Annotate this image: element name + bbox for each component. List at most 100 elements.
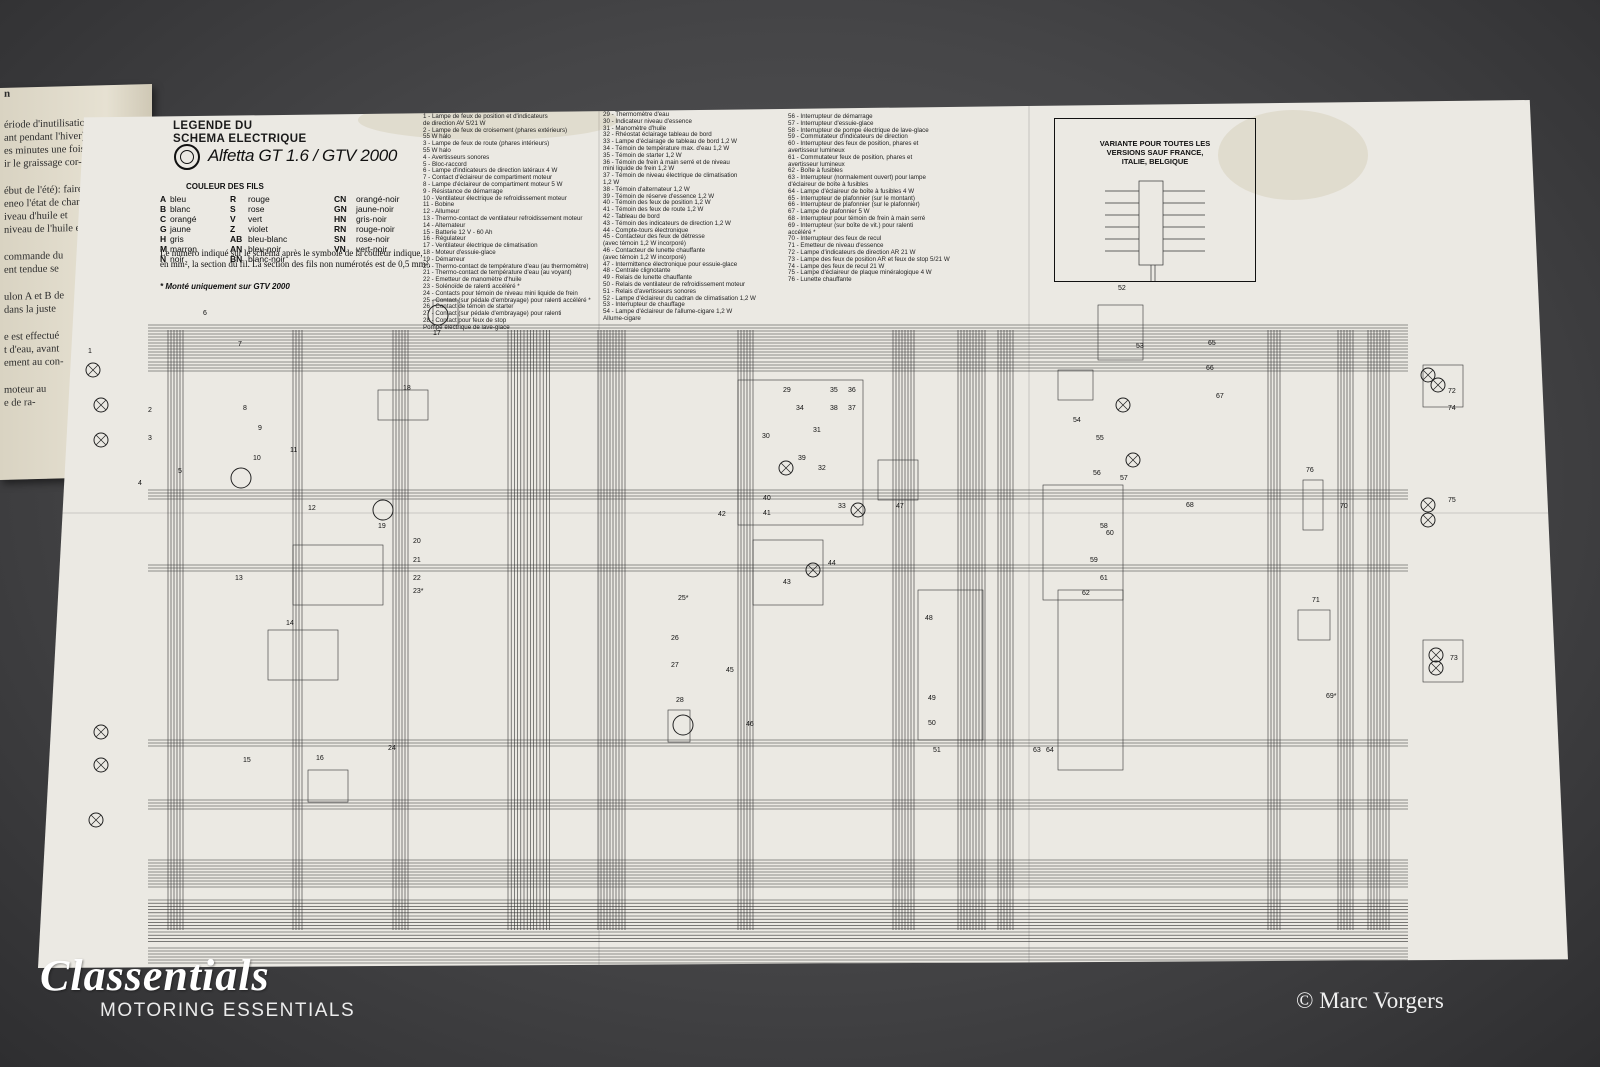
wire-color-cell: GN	[334, 204, 347, 214]
component-number-label: 17	[433, 330, 441, 337]
component-number-label: 56	[1093, 470, 1101, 477]
component-number-label: 12	[308, 505, 316, 512]
wire-color-cell: marron	[170, 244, 197, 254]
component-number-label: 18	[403, 385, 411, 392]
lamp-icon	[1420, 497, 1436, 513]
lamp-icon	[805, 562, 821, 578]
component-list-item: 61 - Commutateur feux de position, phare…	[788, 153, 913, 161]
component-list-item: 45 - Contacteur des feux de détresse	[603, 233, 705, 241]
component-number-label: 3	[148, 435, 152, 442]
component-list-item: de direction AV 5/21 W	[423, 119, 486, 127]
component-list-item: 56 - Interrupteur de démarrage	[788, 113, 873, 120]
lamp-icon	[93, 757, 109, 773]
wire-color-cell: AB	[230, 234, 243, 244]
component-list-item: 60 - Interrupteur des feux de position, …	[788, 140, 919, 148]
variant-title-line: VERSIONS SAUF FRANCE,	[1106, 148, 1204, 157]
component-list-item: avertisseur lumineux	[788, 146, 845, 154]
component-list-item: 58 - Interrupteur de pompe électrique de…	[788, 126, 929, 134]
component-number-label: 26	[671, 635, 679, 642]
component-list-item: 63 - Interrupteur (normalement ouvert) p…	[788, 174, 926, 182]
component-list-item: 17 - Ventilateur électrique de climatisa…	[423, 242, 538, 250]
component-number-label: 61	[1100, 575, 1108, 582]
component-box	[1042, 484, 1124, 601]
component-number-label: 43	[783, 579, 791, 586]
variant-title: VARIANTE POUR TOUTES LES VERSIONS SAUF F…	[1055, 139, 1255, 166]
lamp-icon-cross	[1127, 454, 1139, 466]
component-number-label: 59	[1090, 557, 1098, 564]
lamp-icon-cross	[95, 759, 107, 771]
component-list-item: 34 - Témoin de température max. d'eau 1,…	[603, 144, 730, 152]
wire-color-cell: HN	[334, 214, 347, 224]
component-list-item: 32 - Rhéostat éclairage tableau de bord	[603, 131, 712, 139]
component-number-label: 13	[235, 575, 243, 582]
component-list-item: 14 - Alternateur	[423, 221, 466, 229]
component-list-item: 1 - Lampe de feux de position et d'indic…	[423, 113, 548, 120]
wire-color-cell: vert	[248, 214, 263, 224]
component-list-item: 49 - Relais de lunette chauffante	[603, 274, 692, 282]
component-list-item: 64 - Lampe d'éclaireur de boîte à fusibl…	[788, 187, 915, 195]
component-box	[307, 769, 349, 803]
wire-color-cell: R	[230, 194, 237, 204]
component-list-item: 55 W halo	[423, 146, 451, 154]
component-number-label: 54	[1073, 417, 1081, 424]
lamp-icon-cross	[90, 814, 102, 826]
component-list-item: 16 - Régulateur	[423, 235, 466, 243]
component-list-item: mini liquide de frein 1,2 W	[603, 165, 675, 173]
component-list-item: 53 - Interrupteur de chauffage	[603, 301, 685, 309]
component-box	[1097, 304, 1144, 361]
lamp-icon	[1428, 660, 1444, 676]
wire-color-cell: S	[230, 204, 236, 214]
component-number-label: 53	[1136, 343, 1144, 350]
component-list-item: 35 - Témoin de starter 1,2 W	[603, 151, 682, 159]
component-list-item: 69 - Interrupteur (sur boîte de vit.) po…	[788, 221, 914, 229]
component-list-item: 37 - Témoin de niveau électrique de clim…	[603, 172, 738, 180]
component-list-item: 62 - Boîte à fusibles	[788, 167, 843, 175]
component-number-label: 28	[676, 697, 684, 704]
wire-color-cell: rose-noir	[356, 234, 390, 244]
component-list-item: 33 - Lampe d'éclairage de tableau de bor…	[603, 138, 737, 146]
component-number-label: 67	[1216, 393, 1224, 400]
component-box	[667, 709, 691, 743]
wire-color-cell: H	[160, 234, 167, 244]
component-number-label: 6	[203, 310, 207, 317]
wire-color-cell: bleu-noir	[248, 244, 282, 254]
lamp-icon-cross	[1422, 514, 1434, 526]
wire-color-cell: gris-noir	[356, 214, 387, 224]
component-list-1: 1 - Lampe de feux de position et d'indic…	[423, 113, 591, 332]
component-list-item: 31 - Manomètre d'huile	[603, 124, 667, 132]
component-box	[1057, 589, 1124, 771]
component-number-label: 75	[1448, 497, 1456, 504]
component-box	[1297, 609, 1331, 641]
component-list-item: 30 - Indicateur niveau d'essence	[603, 117, 692, 125]
motor-icon	[372, 499, 394, 521]
lamp-icon-cross	[807, 564, 819, 576]
wire-color-cell: gris	[170, 234, 184, 244]
wire-color-cell: bleu-blanc	[248, 234, 288, 244]
component-list-item: 28 - Contact pour feux de stop	[423, 316, 507, 324]
component-number-label: 64	[1046, 747, 1054, 754]
component-list-item: 1,2 W	[603, 178, 620, 186]
component-number-label: 24	[388, 745, 396, 752]
component-list-item: 3 - Lampe de feux de route (phares intér…	[423, 140, 550, 148]
component-number-label: 73	[1450, 655, 1458, 662]
component-list-item: 7 - Contact d'éclaireur de compartiment …	[423, 174, 553, 182]
lamp-icon	[1430, 377, 1446, 393]
legend-title-line: SCHEMA ELECTRIQUE	[173, 133, 307, 145]
component-number-label: 21	[413, 557, 421, 564]
wire-color-cell: M	[160, 244, 168, 254]
component-list-item: 38 - Témoin d'alternateur 1,2 W	[603, 185, 690, 193]
component-number-label: 68	[1186, 502, 1194, 509]
component-list-item: 13 - Thermo-contact de ventilateur refro…	[423, 214, 583, 222]
component-list-item: 67 - Lampe de plafonnier 5 W	[788, 208, 870, 216]
component-list-item: 65 - Interrupteur de plafonnier (sur le …	[788, 194, 915, 202]
component-number-label: 38	[830, 405, 838, 412]
component-list-item: 43 - Témoin des indicateurs de direction…	[603, 219, 731, 227]
component-number-label: 9	[258, 425, 262, 432]
component-list-item: 10 - Ventilateur électrique de refroidis…	[423, 194, 567, 202]
component-box	[737, 379, 864, 526]
